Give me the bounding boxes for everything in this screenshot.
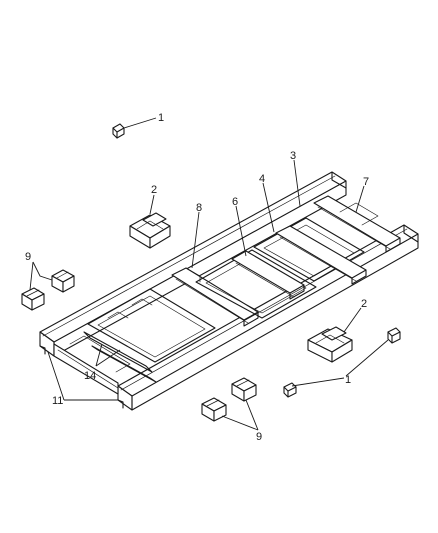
callout-2-lower: 2: [361, 298, 367, 310]
callout-8: 8: [196, 202, 202, 214]
bracket-9-right-a: [201, 397, 227, 422]
callout-3: 3: [290, 150, 296, 162]
callout-9-right: 9: [256, 431, 262, 443]
side-rail-lower: [117, 224, 419, 411]
mount-2-lower: [307, 326, 353, 363]
mount-2-upper: [129, 212, 171, 249]
callout-7: 7: [363, 176, 369, 188]
callout-1-lower: 1: [345, 374, 351, 386]
callout-labels: 1 2 3 4 6 7 8 9 2 1 9 11 14: [25, 112, 369, 443]
bracket-9-left-a: [21, 287, 45, 311]
cross-member-6: [231, 250, 305, 300]
callout-9-left: 9: [25, 251, 31, 263]
floor-pan-14: [83, 288, 216, 383]
bracket-1-lower-b: [283, 382, 297, 398]
callout-4: 4: [259, 173, 265, 185]
callout-6: 6: [232, 196, 238, 208]
bracket-1-upper: [112, 123, 125, 139]
bracket-1-lower-a: [387, 327, 401, 344]
cross-member-front: [53, 335, 131, 395]
bracket-9-right-b: [231, 377, 257, 402]
callout-14: 14: [84, 370, 96, 382]
cross-member-4: [275, 225, 367, 285]
callout-2-upper: 2: [151, 184, 157, 196]
frame-assembly: [39, 171, 419, 411]
callout-11: 11: [52, 395, 63, 407]
cross-member-rear: [313, 195, 401, 253]
callout-1-upper: 1: [158, 112, 164, 124]
floor-pan-center: [195, 249, 317, 319]
side-rail-upper: [39, 171, 347, 357]
cross-member-8: [171, 267, 259, 327]
leader-lines: [29, 117, 389, 431]
bracket-9-left-b: [51, 269, 75, 293]
